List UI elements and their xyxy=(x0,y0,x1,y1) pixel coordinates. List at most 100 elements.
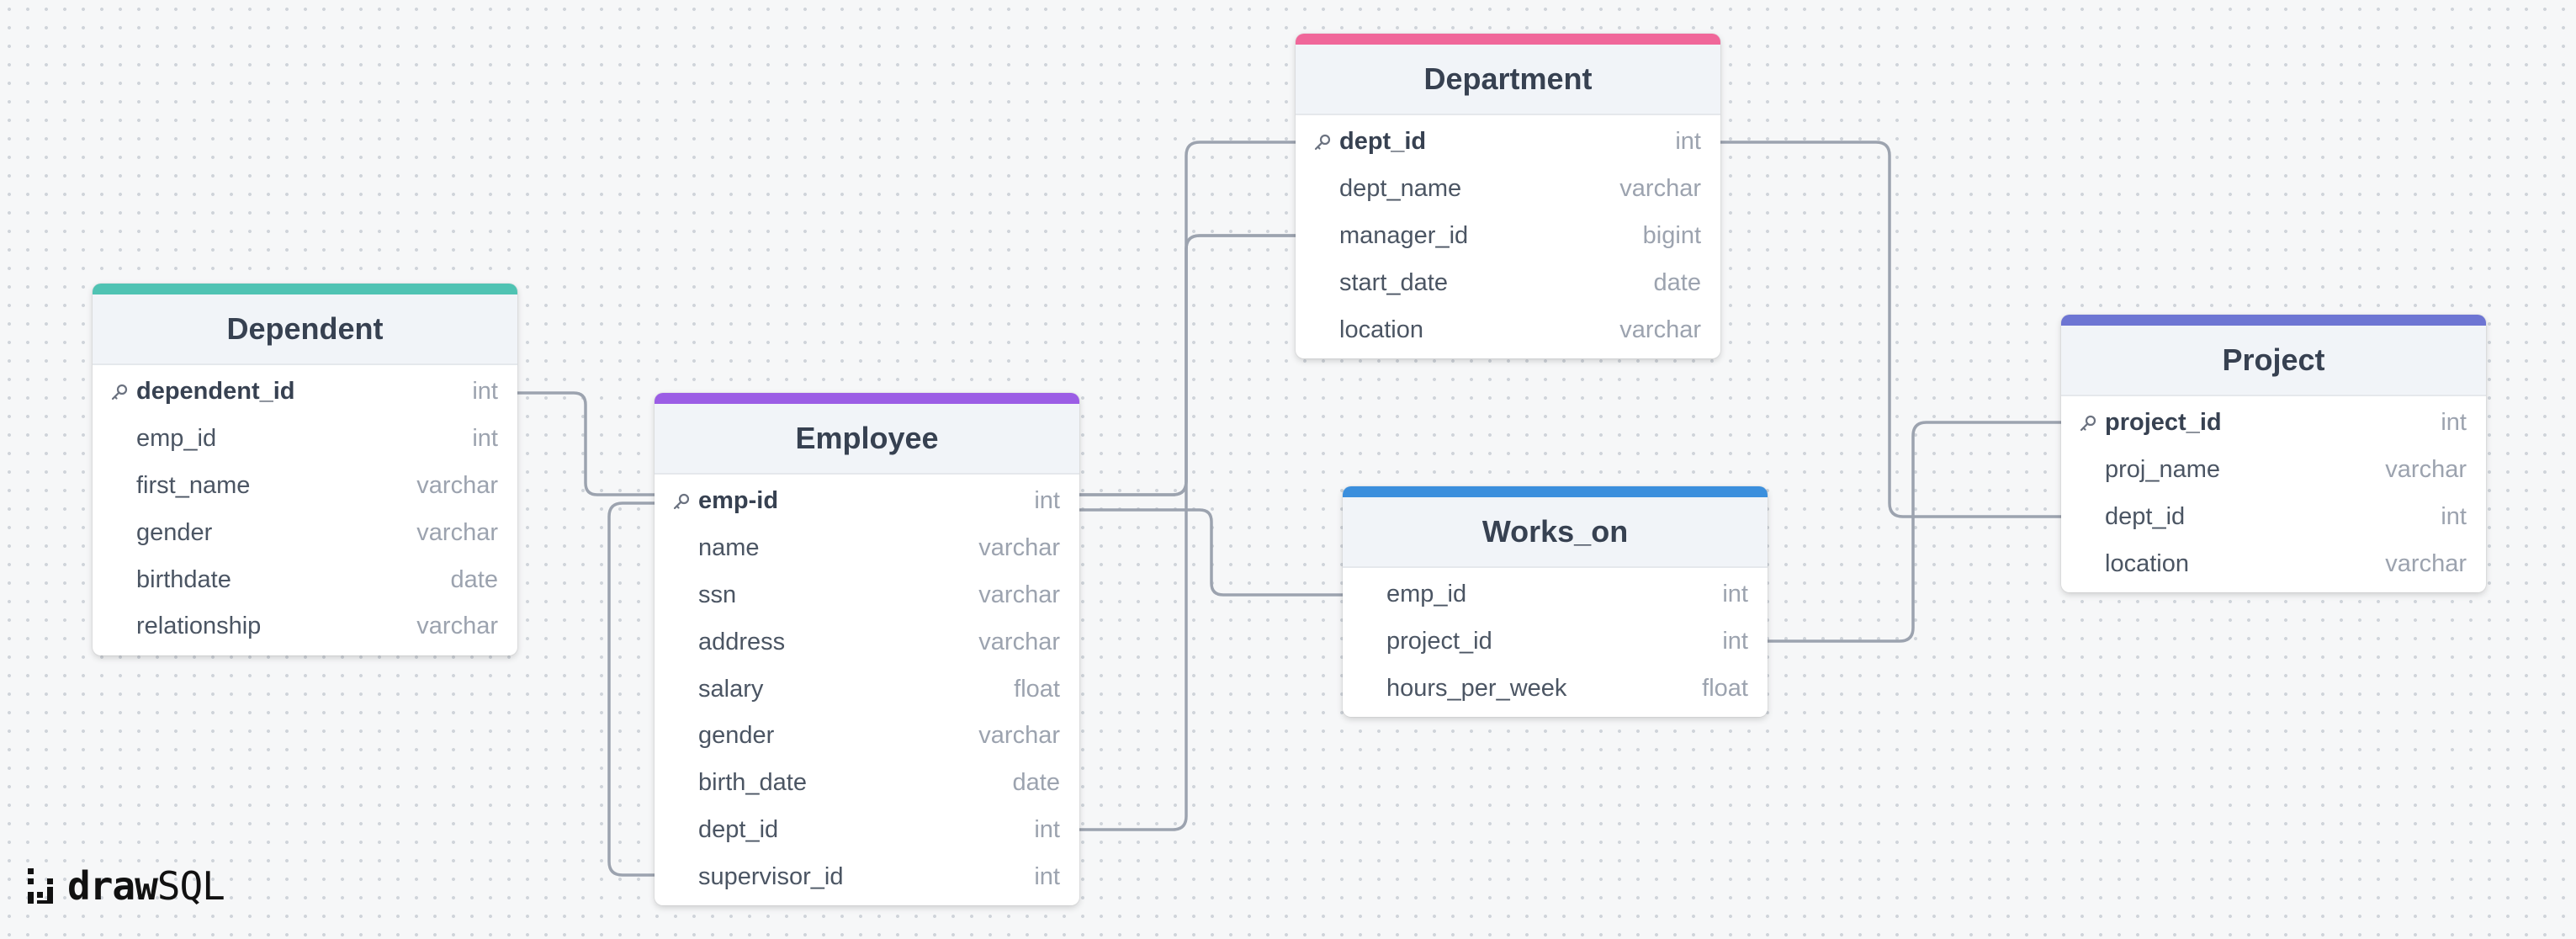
column-type: varchar xyxy=(1619,316,1701,343)
column-name: location xyxy=(1339,316,1423,343)
column-name: ssn xyxy=(698,581,737,608)
column-row[interactable]: emp_id int xyxy=(93,416,517,463)
table-title: Dependent xyxy=(226,311,384,346)
column-row[interactable]: gender varchar xyxy=(93,509,517,556)
primary-key-icon xyxy=(671,491,692,512)
column-name: proj_name xyxy=(2105,456,2221,484)
column-row[interactable]: gender varchar xyxy=(655,713,1079,760)
column-name: location xyxy=(2105,549,2189,577)
column-type: varchar xyxy=(1619,175,1701,203)
relation-employee-workson xyxy=(1079,508,1343,597)
table-title: Employee xyxy=(795,421,939,455)
column-type: int xyxy=(472,425,498,453)
drawsql-logo-icon xyxy=(28,868,53,904)
column-row[interactable]: birthdate date xyxy=(93,556,517,603)
column-type: varchar xyxy=(978,722,1060,750)
drawsql-logo-sql: SQL xyxy=(156,863,225,909)
column-row[interactable]: emp_id int xyxy=(1343,571,1768,618)
primary-key-icon xyxy=(1312,132,1333,152)
column-row[interactable]: proj_name varchar xyxy=(2061,447,2486,494)
table-header[interactable]: Department xyxy=(1296,45,1720,115)
column-type: varchar xyxy=(2385,456,2467,484)
column-type: int xyxy=(1722,581,1748,608)
column-name: address xyxy=(698,628,786,655)
column-type: varchar xyxy=(978,581,1060,608)
relation-department-project xyxy=(1718,141,2061,518)
table-project[interactable]: Project project_id int proj_name varchar dept… xyxy=(2061,315,2486,593)
column-name: name xyxy=(698,534,760,562)
column-name: start_date xyxy=(1339,268,1448,296)
column-type: float xyxy=(1702,674,1748,702)
column-name: first_name xyxy=(136,471,251,499)
column-row[interactable]: first_name varchar xyxy=(93,463,517,510)
column-name: gender xyxy=(698,722,775,750)
column-name: dependent_id xyxy=(136,378,295,406)
column-name: salary xyxy=(698,675,764,703)
table-title: Works_on xyxy=(1481,514,1629,549)
column-type: int xyxy=(1034,815,1060,843)
column-name: emp_id xyxy=(136,425,217,453)
column-type: int xyxy=(2441,409,2467,437)
column-type: varchar xyxy=(416,518,498,546)
column-type: bigint xyxy=(1642,221,1701,249)
column-name: dept_id xyxy=(698,815,779,843)
column-row[interactable]: dept_name varchar xyxy=(1296,166,1720,213)
column-type: date xyxy=(1653,268,1701,296)
column-row[interactable]: dependent_id int xyxy=(93,369,517,416)
column-name: project_id xyxy=(1386,628,1492,655)
column-name: dept_name xyxy=(1339,175,1462,203)
column-row[interactable]: location varchar xyxy=(1296,306,1720,353)
table-header[interactable]: Project xyxy=(2061,326,2486,396)
column-type: varchar xyxy=(416,471,498,499)
column-name: project_id xyxy=(2105,409,2222,437)
column-name: supervisor_id xyxy=(698,862,844,890)
column-name: emp-id xyxy=(698,487,779,515)
column-type: date xyxy=(450,565,498,593)
table-header[interactable]: Works_on xyxy=(1343,497,1768,568)
column-name: dept_id xyxy=(2105,502,2186,530)
table-header[interactable]: Dependent xyxy=(93,294,517,365)
column-type: int xyxy=(472,378,498,406)
column-row[interactable]: project_id int xyxy=(2061,400,2486,447)
column-type: varchar xyxy=(978,628,1060,655)
column-row[interactable]: start_date date xyxy=(1296,259,1720,306)
column-name: manager_id xyxy=(1339,221,1469,249)
drawsql-logo-draw: draw xyxy=(67,863,158,909)
column-row[interactable]: project_id int xyxy=(1343,618,1768,666)
relation-dependent-employee xyxy=(517,391,656,496)
column-row[interactable]: address varchar xyxy=(655,618,1079,666)
column-name: hours_per_week xyxy=(1386,674,1567,702)
column-name: birthdate xyxy=(136,565,231,593)
column-row[interactable]: dept_id int xyxy=(655,807,1079,854)
column-name: gender xyxy=(136,518,213,546)
relation-workson-project xyxy=(1765,421,2061,643)
column-name: relationship xyxy=(136,613,262,640)
column-row[interactable]: hours_per_week float xyxy=(1343,666,1768,713)
column-name: emp_id xyxy=(1386,581,1467,608)
column-type: int xyxy=(1722,628,1748,655)
column-row[interactable]: ssn varchar xyxy=(655,572,1079,619)
column-row[interactable]: manager_id bigint xyxy=(1296,213,1720,260)
column-type: int xyxy=(1675,128,1701,156)
table-header[interactable]: Employee xyxy=(655,404,1079,475)
table-title: Department xyxy=(1423,61,1593,96)
relation-employee-dept-department xyxy=(1079,234,1296,831)
